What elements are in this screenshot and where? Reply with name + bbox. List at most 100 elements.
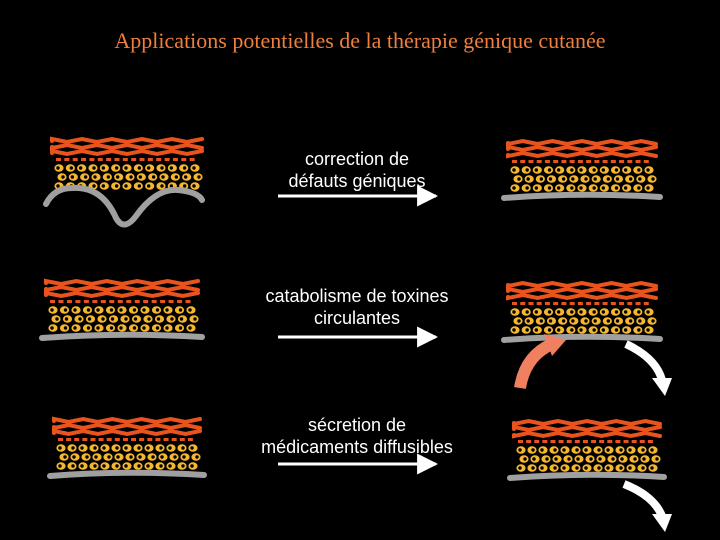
- granular-cell: [550, 440, 556, 443]
- cell-nucleus: [570, 310, 574, 314]
- granular-cell: [163, 438, 169, 441]
- cell-nucleus: [601, 168, 606, 172]
- granular-cell: [569, 302, 575, 305]
- cell-nucleus: [642, 457, 646, 461]
- cell-nucleus: [512, 310, 516, 314]
- cell-nucleus: [532, 457, 536, 461]
- granular-cell: [582, 440, 588, 443]
- cell-nucleus: [138, 455, 142, 459]
- cell-nucleus: [165, 326, 169, 330]
- granular-cell: [177, 300, 183, 303]
- granular-cell: [64, 158, 70, 161]
- granular-cell: [100, 300, 106, 303]
- cell-nucleus: [579, 168, 583, 172]
- basement-membrane: [47, 469, 207, 479]
- granular-cell: [139, 158, 145, 161]
- cell-nucleus: [633, 457, 637, 461]
- granular-cell: [586, 160, 592, 163]
- basement-membrane: [501, 333, 663, 343]
- cell-nucleus: [598, 457, 602, 461]
- granular-cell: [189, 158, 195, 161]
- cell-nucleus: [146, 464, 150, 468]
- granular-cell: [155, 438, 161, 441]
- granular-cell: [574, 440, 580, 443]
- cell-nucleus: [109, 308, 114, 312]
- cell-nucleus: [623, 168, 628, 172]
- cell-nucleus: [182, 184, 187, 188]
- cell-nucleus: [562, 448, 566, 452]
- granular-cell: [627, 302, 633, 305]
- cell-nucleus: [165, 308, 169, 312]
- cell-nucleus: [606, 466, 610, 470]
- cell-nucleus: [512, 168, 516, 172]
- cell-nucleus: [69, 166, 74, 170]
- cell-nucleus: [109, 326, 114, 330]
- cell-nucleus: [570, 186, 574, 190]
- stratum-band: [44, 290, 200, 299]
- stratum-band: [50, 142, 204, 151]
- cell-nucleus: [614, 168, 619, 172]
- toxin-release-arrow-head: [652, 378, 672, 396]
- cell-nucleus: [61, 175, 65, 179]
- granular-cell: [607, 440, 613, 443]
- cell-nucleus: [132, 326, 137, 330]
- granular-cell: [156, 158, 162, 161]
- row3-label-line1: sécretion de: [307, 415, 407, 435]
- granular-cell: [558, 440, 564, 443]
- granular-cell: [577, 302, 583, 305]
- granular-cell: [544, 302, 550, 305]
- cell-nucleus: [87, 317, 92, 321]
- cell-nucleus: [534, 310, 539, 314]
- cell-nucleus: [137, 184, 142, 188]
- stratum-band: [506, 280, 658, 289]
- stratum-band: [52, 422, 202, 431]
- cell-nucleus: [655, 457, 659, 461]
- cell-nucleus: [641, 448, 645, 452]
- cell-nucleus: [517, 319, 521, 323]
- cell-nucleus: [137, 464, 141, 468]
- cell-nucleus: [579, 328, 583, 332]
- cell-nucleus: [556, 328, 561, 332]
- stratum-band: [52, 416, 202, 425]
- cell-nucleus: [114, 166, 119, 170]
- cell-nucleus: [169, 166, 174, 170]
- cell-nucleus: [623, 186, 628, 190]
- row1-label-line2: défauts géniques: [288, 171, 426, 191]
- cell-nucleus: [547, 168, 552, 172]
- cell-nucleus: [592, 168, 596, 172]
- cell-nucleus: [638, 319, 642, 323]
- cell-nucleus: [56, 166, 60, 170]
- stratum-band: [506, 286, 658, 295]
- granular-cell: [172, 158, 178, 161]
- cell-nucleus: [151, 175, 156, 179]
- cell-nucleus: [182, 455, 186, 459]
- granular-cell: [56, 158, 61, 161]
- granular-cell: [97, 158, 103, 161]
- cell-nucleus: [518, 466, 522, 470]
- granular-cell: [520, 160, 526, 163]
- cell-nucleus: [637, 310, 641, 314]
- granular-cell: [520, 302, 526, 305]
- cell-nucleus: [584, 319, 588, 323]
- skin-sample-toxin-catabolism: [501, 280, 663, 343]
- cell-nucleus: [106, 175, 111, 179]
- cell-nucleus: [80, 446, 84, 450]
- granular-cell: [147, 158, 153, 161]
- stratum-band: [506, 150, 658, 159]
- cell-nucleus: [534, 328, 539, 332]
- toxin-uptake-arrow-shaft: [514, 338, 555, 390]
- cell-nucleus: [512, 328, 516, 332]
- cell-nucleus: [72, 455, 76, 459]
- cell-nucleus: [614, 328, 619, 332]
- cell-nucleus: [606, 448, 610, 452]
- cell-nucleus: [637, 328, 641, 332]
- granular-cell: [81, 158, 87, 161]
- cell-nucleus: [174, 175, 179, 179]
- cell-nucleus: [142, 326, 146, 330]
- cell-nucleus: [80, 464, 84, 468]
- slide-title: Applications potentielles de la thérapie…: [114, 28, 606, 53]
- cell-nucleus: [525, 310, 529, 314]
- cell-nucleus: [132, 308, 137, 312]
